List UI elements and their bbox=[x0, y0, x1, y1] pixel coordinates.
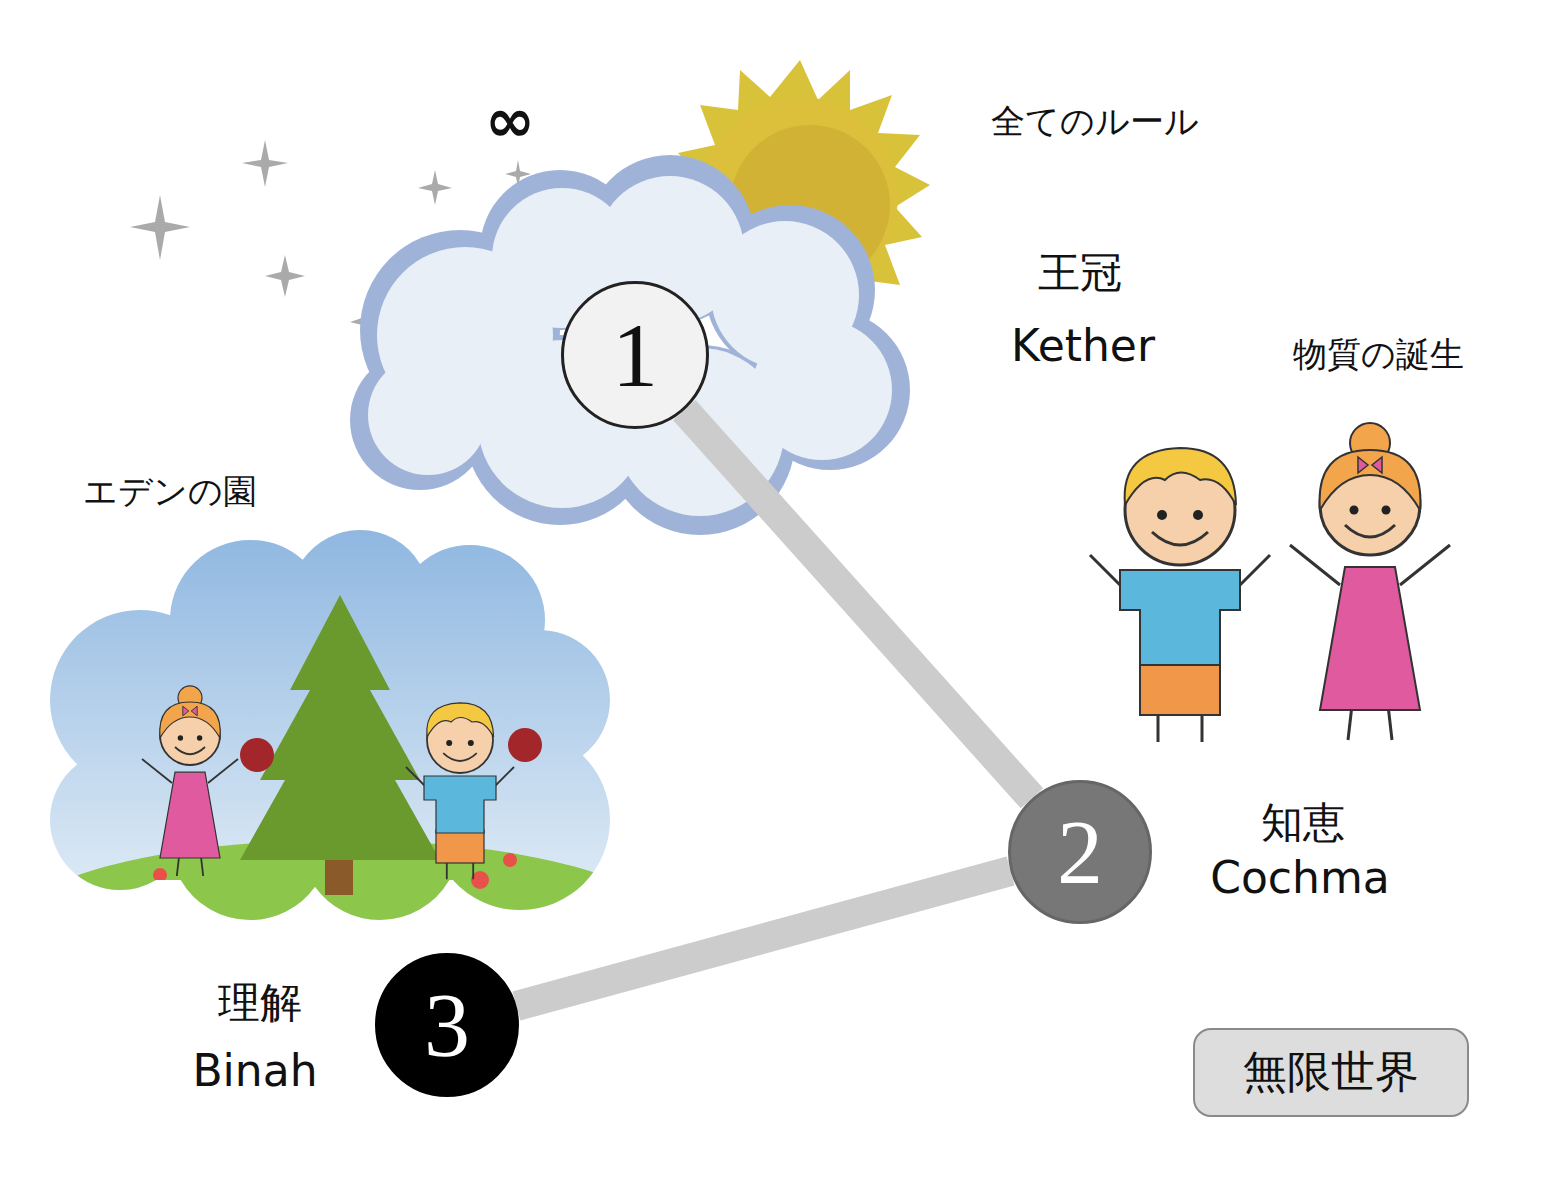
annotation: ∞ bbox=[485, 87, 535, 153]
box-text: 無限世界 bbox=[1243, 1043, 1419, 1102]
sephira-name-latin: Kether bbox=[1011, 322, 1155, 370]
sephira-name-ja: 王冠 bbox=[1038, 250, 1122, 296]
annotation: 物質の誕生 bbox=[1293, 336, 1464, 373]
sephira-circle: 3理解Binah bbox=[375, 953, 519, 1097]
sephira-name-latin: Binah bbox=[192, 1047, 317, 1095]
path-connector bbox=[516, 871, 1010, 1006]
sephira-circle: 2知恵Cochma bbox=[1008, 780, 1152, 924]
sephira-name-ja: 理解 bbox=[218, 980, 302, 1026]
sephira-number: 3 bbox=[424, 979, 470, 1071]
sephira-name-ja: 知恵 bbox=[1261, 800, 1345, 846]
sephira-circle: 1王冠Kether bbox=[561, 281, 709, 429]
sephira-number: 1 bbox=[612, 309, 658, 401]
sephira-number: 2 bbox=[1057, 806, 1103, 898]
sephira-name-latin: Cochma bbox=[1210, 854, 1390, 902]
annotation: 全てのルール bbox=[991, 103, 1199, 140]
world-box: 無限世界 bbox=[1193, 1028, 1469, 1117]
path-connector bbox=[684, 410, 1032, 798]
annotation: エデンの園 bbox=[83, 473, 257, 510]
